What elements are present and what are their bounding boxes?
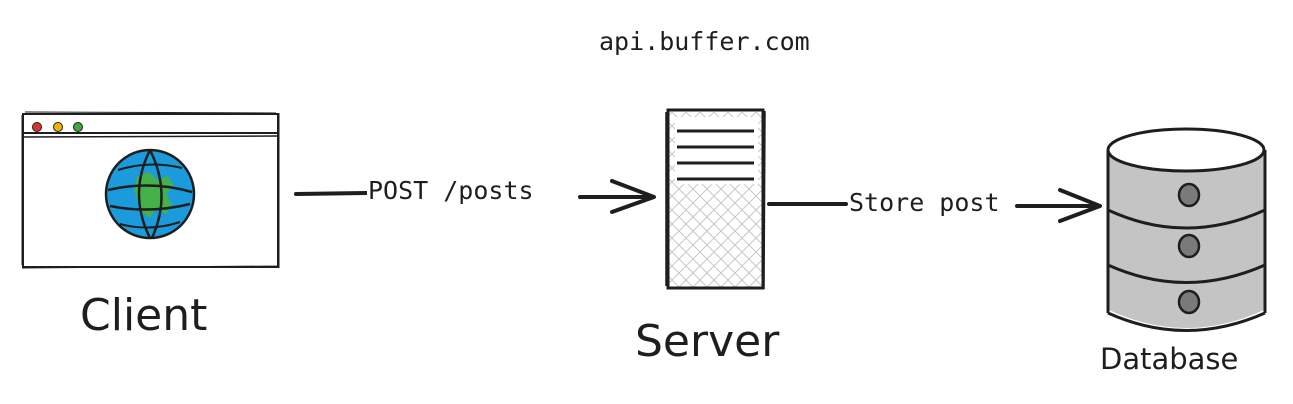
window-maximize-dot bbox=[73, 122, 83, 132]
server-rack-icon bbox=[665, 108, 766, 290]
edge-client-to-server-arrow bbox=[294, 179, 656, 214]
edge-label-post-posts: POST /posts bbox=[367, 176, 535, 205]
server-node-label: Server bbox=[635, 316, 780, 367]
database-disk-3-indicator bbox=[1177, 289, 1201, 315]
edge-label-store-post: Store post bbox=[848, 188, 1001, 217]
globe-icon bbox=[104, 148, 196, 240]
client-node-label: Client bbox=[80, 290, 208, 341]
host-label: api.buffer.com bbox=[599, 27, 810, 56]
database-cylinder-icon bbox=[1106, 127, 1267, 332]
database-node-label: Database bbox=[1100, 342, 1239, 376]
database-disk-2-indicator bbox=[1177, 233, 1201, 259]
browser-window-globe-icon bbox=[21, 111, 280, 269]
database-disk-1-indicator bbox=[1177, 182, 1201, 208]
window-close-dot bbox=[32, 122, 42, 132]
window-minimize-dot bbox=[53, 122, 63, 132]
edge-server-to-database-arrow bbox=[767, 188, 1102, 223]
